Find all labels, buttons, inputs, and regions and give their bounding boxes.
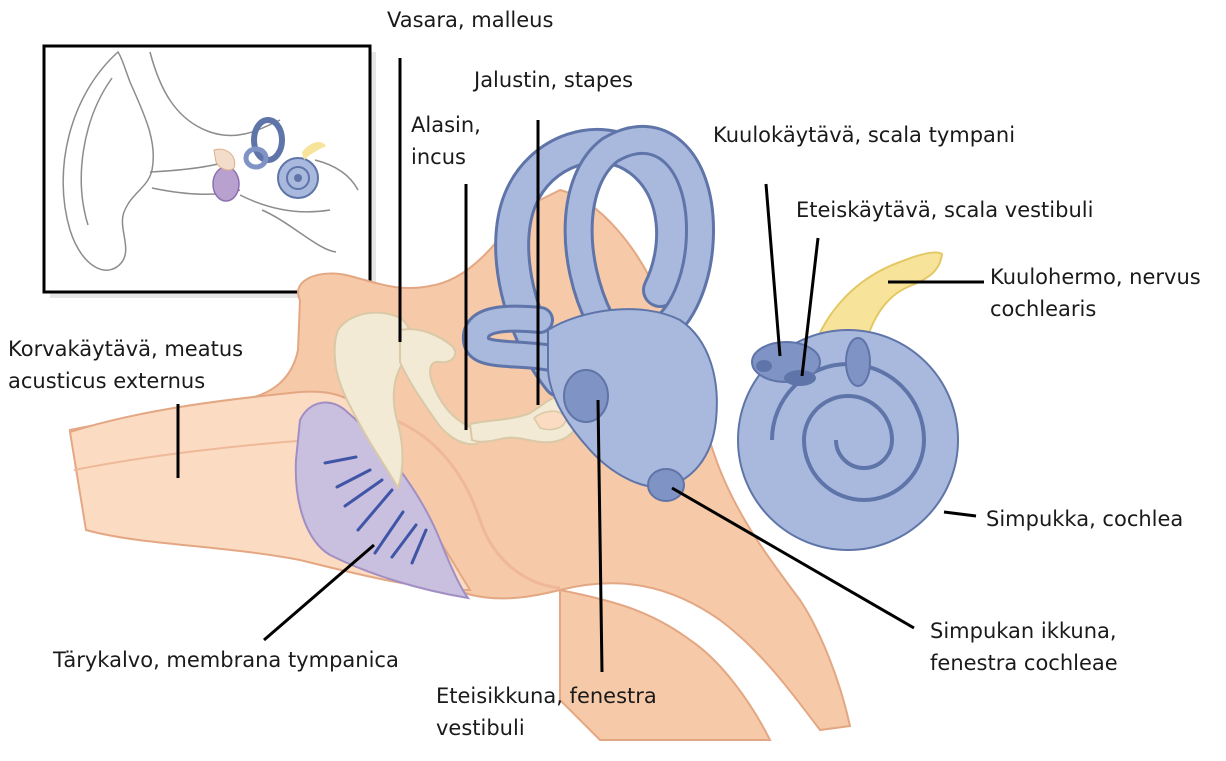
label-canal-line2: acusticus externus	[8, 369, 205, 393]
label-round-window-line2: fenestra cochleae	[930, 651, 1118, 675]
label-incus-line1: Alasin,	[411, 113, 481, 137]
label-stapes: Jalustin, stapes	[472, 68, 633, 92]
label-canal-line1: Korvakäytävä, meatus	[8, 337, 243, 361]
label-malleus: Vasara, malleus	[387, 8, 553, 32]
label-oval-window-line2: vestibuli	[436, 716, 525, 740]
label-cochlea: Simpukka, cochlea	[986, 507, 1183, 531]
leader-cochlea	[944, 512, 976, 516]
label-nerve-line2: cochlearis	[990, 297, 1096, 321]
label-nerve-line1: Kuulohermo, nervus	[990, 265, 1201, 289]
label-round-window-line1: Simpukan ikkuna,	[930, 619, 1117, 643]
label-eardrum: Tärykalvo, membrana tympanica	[52, 648, 399, 672]
leader-scala-tympani	[766, 184, 780, 356]
cochlea	[738, 330, 958, 550]
label-scala-tympani: Kuulokäytävä, scala tympani	[713, 123, 1015, 147]
label-scala-vestibuli: Eteiskäytävä, scala vestibuli	[796, 198, 1093, 222]
ear-overview-inset	[44, 46, 376, 298]
label-oval-window-line1: Eteisikkuna, fenestra	[436, 684, 657, 708]
label-incus-line2: incus	[411, 145, 466, 169]
